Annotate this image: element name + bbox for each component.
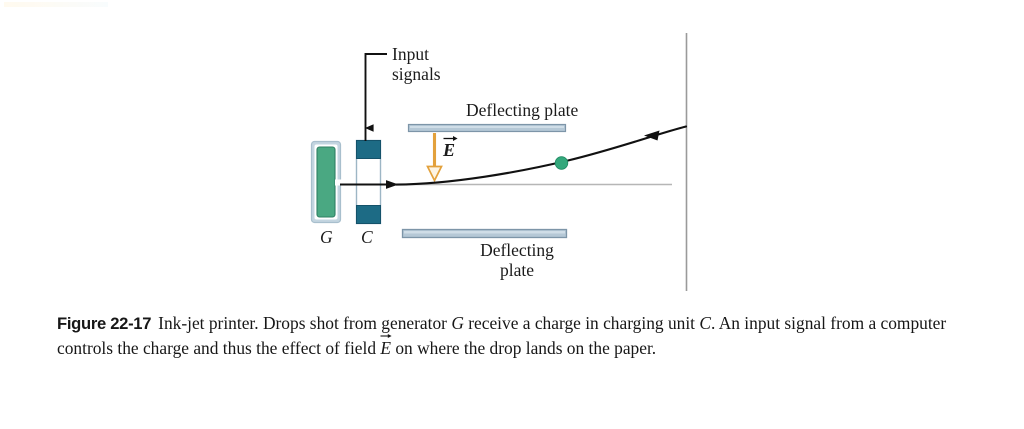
input-signals-line-1: Input — [392, 44, 429, 64]
caption-text-3: . An input signal from a computer contro… — [57, 313, 947, 358]
deflecting-plate-bottom — [401, 228, 568, 239]
vector-arrow-icon — [443, 136, 458, 141]
caption-text-4: on where the drop lands on the paper. — [391, 337, 657, 358]
deflecting-plate-top-label: Deflecting plate — [466, 100, 579, 120]
ink-drop — [554, 156, 569, 170]
electric-field-arrow — [426, 133, 443, 183]
deflecting-plate-bottom-line-2: plate — [499, 259, 534, 280]
field-vector-label: E — [443, 136, 458, 161]
generator-unit — [310, 140, 342, 224]
top-edge-artifact — [4, 2, 108, 7]
caption-italic-generator: G — [451, 313, 464, 333]
field-vector-letter: E — [443, 140, 456, 160]
caption-text-1: Ink-jet printer. Drops shot from generat… — [158, 313, 452, 333]
deflecting-plate-top — [407, 123, 567, 133]
deflecting-plate-bottom-label: Deflecting plate — [437, 240, 597, 281]
figure-number: Figure 22-17 — [57, 314, 152, 333]
caption-italic-charging-unit: C — [699, 313, 711, 333]
ink-jet-printer-diagram — [310, 33, 688, 291]
input-signals-label: Input signals — [392, 44, 441, 85]
charging-unit — [355, 128, 382, 225]
caption-text-2: receive a charge in charging unit — [463, 313, 700, 333]
caption-field-letter: E — [380, 337, 392, 358]
deflecting-plate-bottom-line-1: Deflecting — [480, 240, 554, 260]
drop-trajectory — [340, 125, 688, 189]
input-signals-line-2: signals — [392, 63, 441, 84]
generator-label: G — [320, 227, 333, 247]
caption-vector-arrow-icon — [380, 333, 392, 338]
input-signal-connector — [364, 53, 387, 132]
figure-caption: Figure 22-17 Ink-jet printer. Drops shot … — [57, 311, 972, 360]
caption-field-vector: E — [380, 333, 392, 361]
charging-unit-label: C — [361, 227, 373, 247]
